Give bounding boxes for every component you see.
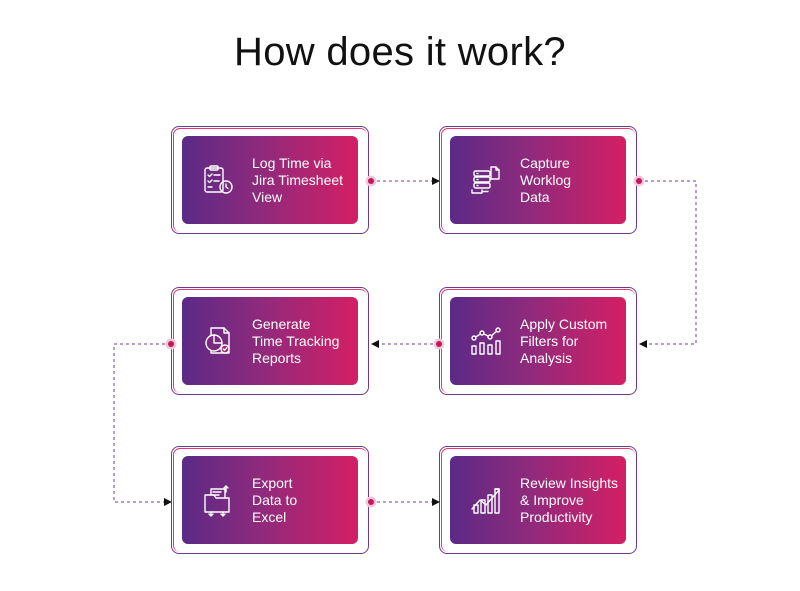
step-card-capture-worklog: Capture Worklog Data [439, 126, 637, 234]
step-card-review-insights: Review Insights & Improve Productivity [439, 446, 637, 554]
step-card-log-time: Log Time via Jira Timesheet View [171, 126, 369, 234]
step-label-apply-filters: Apply Custom Filters for Analysis [520, 315, 608, 366]
step-card-export-excel-body: Export Data to Excel [182, 456, 358, 544]
step-label-log-time: Log Time via Jira Timesheet View [252, 154, 344, 205]
report-chart-icon [200, 323, 236, 359]
step-label-generate-reports: Generate Time Tracking Reports [252, 315, 340, 366]
arrowhead-step4 [639, 340, 647, 348]
folder-export-icon [200, 482, 236, 518]
step-card-review-insights-body: Review Insights & Improve Productivity [450, 456, 626, 544]
page-title: How does it work? [234, 30, 566, 74]
connector-step2-to-step4 [639, 180, 697, 345]
step-card-generate-reports: Generate Time Tracking Reports [171, 287, 369, 395]
step-card-apply-filters: Apply Custom Filters for Analysis [439, 287, 637, 395]
step-label-export-excel: Export Data to Excel [252, 474, 298, 525]
step-card-apply-filters-body: Apply Custom Filters for Analysis [450, 297, 626, 385]
connector-step3-to-step5 [113, 343, 171, 503]
step-card-capture-worklog-body: Capture Worklog Data [450, 136, 626, 224]
clipboard-clock-icon [200, 162, 236, 198]
arrowhead-step3 [371, 340, 379, 348]
database-stack-icon [468, 162, 504, 198]
filter-analytics-icon [468, 323, 504, 359]
step-label-capture-worklog: Capture Worklog Data [520, 154, 572, 205]
step-label-review-insights: Review Insights & Improve Productivity [520, 474, 619, 525]
trend-insights-icon [468, 482, 504, 518]
step-card-export-excel: Export Data to Excel [171, 446, 369, 554]
step-card-log-time-body: Log Time via Jira Timesheet View [182, 136, 358, 224]
step-card-generate-reports-body: Generate Time Tracking Reports [182, 297, 358, 385]
